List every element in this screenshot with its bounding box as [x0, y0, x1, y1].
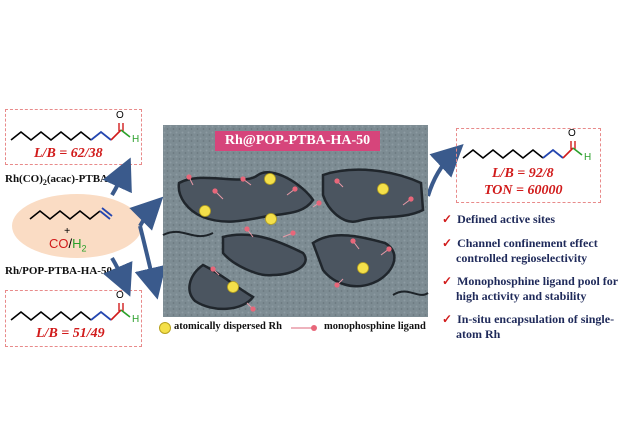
- check-icon: ✓: [442, 274, 453, 288]
- top-aldehyde-oxygen: O: [116, 110, 124, 121]
- top-catalyst-label: Rh(CO)2(acac)-PTBA: [5, 173, 108, 188]
- top-aldehyde-hydrogen: H: [132, 134, 140, 145]
- feature-2: ✓Channel confinement effect controlled r…: [442, 236, 598, 265]
- rh-legend-dot: [159, 322, 171, 334]
- bottom-product-box: [5, 290, 142, 347]
- right-ton: TON = 60000: [484, 183, 563, 198]
- feature-1: ✓Defined active sites: [442, 212, 556, 226]
- center-title: Rh@POP-PTBA-HA-50: [224, 133, 371, 148]
- feature-3: ✓Monophosphine ligand pool for high acti…: [442, 274, 618, 303]
- center-title-bar: [215, 131, 380, 151]
- right-product-box: [456, 128, 601, 203]
- check-icon: ✓: [442, 312, 453, 326]
- ligand-legend-label: monophosphine ligand: [324, 321, 426, 332]
- micrograph-image: [162, 125, 429, 317]
- syngas-label: CO/H2: [49, 236, 87, 254]
- bottom-catalyst-label: Rh/POP-PTBA-HA-50: [5, 265, 112, 277]
- check-icon: ✓: [442, 236, 453, 250]
- bottom-ratio: L/B = 51/49: [36, 326, 105, 341]
- bottom-aldehyde-hydrogen: H: [132, 314, 140, 325]
- right-ratio: L/B = 92/8: [492, 166, 554, 181]
- right-aldehyde-hydrogen: H: [584, 152, 592, 163]
- right-aldehyde-oxygen: O: [568, 128, 576, 139]
- top-product-box: [5, 109, 142, 165]
- rh-legend-label: atomically dispersed Rh: [174, 321, 282, 332]
- ligand-legend-symbol: [291, 325, 317, 331]
- co-text: CO: [49, 236, 69, 251]
- feature-4: ✓In-situ encapsulation of single-atom Rh: [442, 312, 615, 341]
- h2-text: H: [72, 236, 82, 251]
- reactant-plus: +: [64, 225, 71, 237]
- check-icon: ✓: [442, 212, 453, 226]
- h2-subscript: 2: [81, 243, 87, 254]
- reactant-oval: [12, 194, 142, 258]
- top-ratio: L/B = 62/38: [34, 146, 103, 161]
